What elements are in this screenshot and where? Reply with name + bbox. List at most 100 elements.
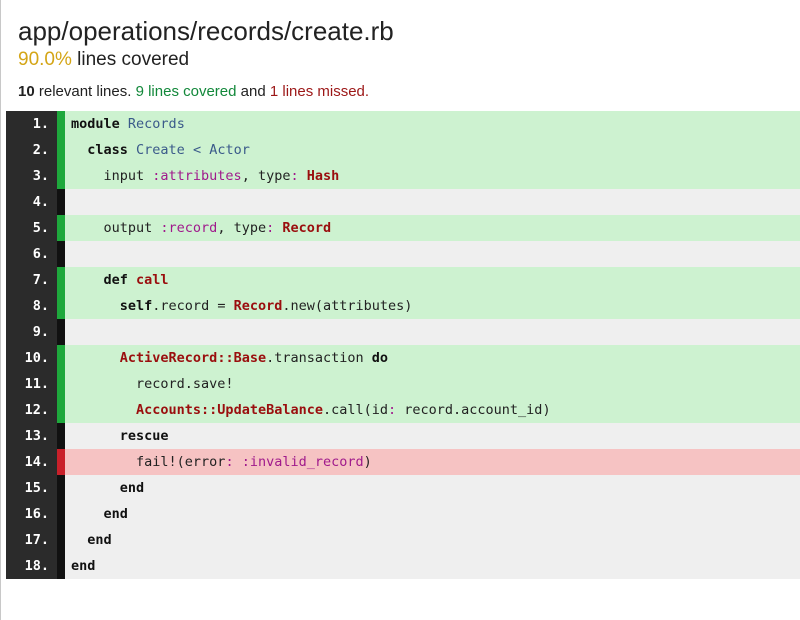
coverage-marker — [57, 189, 65, 215]
code-token: : — [266, 220, 275, 236]
code-token: rescue — [119, 428, 169, 444]
page-left-border — [0, 0, 1, 620]
code-line-text: module Records — [65, 111, 800, 137]
coverage-marker — [57, 371, 65, 397]
line-number: 4. — [6, 189, 57, 215]
code-token: .transaction — [266, 350, 372, 366]
missed-count-text: 1 lines missed. — [269, 83, 370, 100]
code-token — [71, 350, 120, 366]
code-token — [71, 142, 87, 158]
code-line-text — [65, 189, 800, 215]
code-token: fail!(error — [71, 454, 226, 470]
coverage-marker — [57, 527, 65, 553]
code-token: , type — [217, 220, 267, 236]
code-token: : — [290, 168, 299, 184]
code-line-row: 3. input :attributes, type: Hash — [6, 163, 800, 189]
code-line-row: 10. ActiveRecord::Base.transaction do — [6, 345, 800, 371]
code-token: call — [136, 272, 169, 288]
coverage-percent: 90.0% — [18, 49, 72, 70]
code-line-text: def call — [65, 267, 800, 293]
code-token: , type — [241, 168, 291, 184]
code-token: record.account_id) — [396, 402, 551, 418]
code-line-text: fail!(error: :invalid_record) — [65, 449, 800, 475]
coverage-marker — [57, 475, 65, 501]
coverage-marker — [57, 345, 65, 371]
file-path-title: app/operations/records/create.rb — [18, 16, 394, 46]
code-token — [299, 168, 307, 184]
code-line-row: 11. record.save! — [6, 371, 800, 397]
code-token: Create — [136, 142, 185, 158]
code-line-row: 16. end — [6, 501, 800, 527]
code-line-text: end — [65, 475, 800, 501]
code-token: def — [103, 272, 128, 288]
code-line-row: 15. end — [6, 475, 800, 501]
coverage-marker — [57, 163, 65, 189]
coverage-marker — [57, 319, 65, 345]
code-token: Records — [127, 116, 185, 132]
code-line-text: end — [65, 527, 800, 553]
line-number: 5. — [6, 215, 57, 241]
code-token: self — [119, 298, 153, 314]
coverage-marker — [57, 293, 65, 319]
code-line-row: 1.module Records — [6, 111, 800, 137]
line-number: 13. — [6, 423, 57, 449]
code-line-text: class Create < Actor — [65, 137, 800, 163]
coverage-marker — [57, 241, 65, 267]
code-token: end — [103, 506, 128, 522]
code-line-text: Accounts::UpdateBalance.call(id: record.… — [65, 397, 800, 423]
coverage-marker — [57, 553, 65, 579]
code-token: record.save! — [71, 376, 234, 392]
code-token: input — [71, 168, 153, 184]
code-token: Record — [282, 220, 332, 236]
code-token — [185, 142, 193, 158]
code-token: end — [71, 558, 96, 574]
code-line-text: self.record = Record.new(attributes) — [65, 293, 800, 319]
code-line-row: 17. end — [6, 527, 800, 553]
code-line-text — [65, 241, 800, 267]
covered-count-text: 9 lines covered — [135, 83, 237, 100]
code-token — [234, 454, 242, 470]
code-token — [71, 402, 136, 418]
code-line-text: ActiveRecord::Base.transaction do — [65, 345, 800, 371]
code-line-text: output :record, type: Record — [65, 215, 800, 241]
line-number: 17. — [6, 527, 57, 553]
line-number: 18. — [6, 553, 57, 579]
relevant-count: 10 — [18, 83, 35, 100]
code-line-row: 5. output :record, type: Record — [6, 215, 800, 241]
code-token — [128, 272, 136, 288]
code-token: do — [371, 350, 389, 366]
code-line-row: 9. — [6, 319, 800, 345]
line-number: 10. — [6, 345, 57, 371]
code-token: .call(id — [322, 402, 388, 418]
code-token: : — [225, 454, 234, 470]
code-token: ActiveRecord::Base — [119, 350, 267, 366]
coverage-marker — [57, 111, 65, 137]
code-line-row: 4. — [6, 189, 800, 215]
code-token: .new(attributes) — [282, 298, 413, 314]
code-token — [71, 298, 120, 314]
code-token: < — [192, 142, 202, 158]
line-number: 12. — [6, 397, 57, 423]
code-token: Accounts::UpdateBalance — [136, 402, 323, 418]
code-line-text: rescue — [65, 423, 800, 449]
code-token: module — [71, 116, 120, 132]
code-token: :attributes — [152, 168, 242, 184]
code-token — [71, 272, 104, 288]
code-token — [120, 116, 128, 132]
coverage-suffix: lines covered — [71, 49, 190, 70]
code-token: Hash — [306, 168, 340, 184]
code-token: end — [87, 532, 112, 548]
line-number: 2. — [6, 137, 57, 163]
line-number: 14. — [6, 449, 57, 475]
code-token: ) — [363, 454, 372, 470]
code-line-row: 12. Accounts::UpdateBalance.call(id: rec… — [6, 397, 800, 423]
code-line-row: 2. class Create < Actor — [6, 137, 800, 163]
code-line-row: 14. fail!(error: :invalid_record) — [6, 449, 800, 475]
code-token: Record — [233, 298, 283, 314]
coverage-summary: 90.0% lines covered — [18, 48, 800, 72]
code-line-row: 8. self.record = Record.new(attributes) — [6, 293, 800, 319]
code-line-text: end — [65, 501, 800, 527]
code-token — [128, 142, 136, 158]
line-number: 16. — [6, 501, 57, 527]
